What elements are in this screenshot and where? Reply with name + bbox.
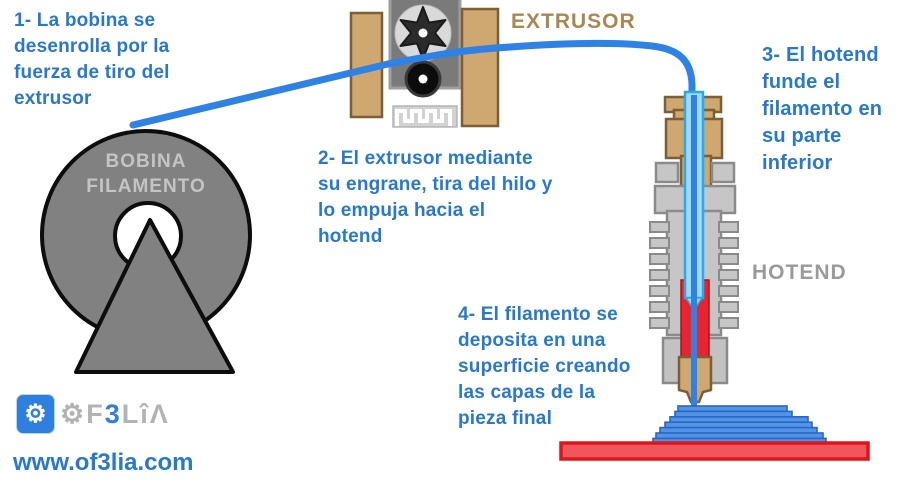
of3lia-wordmark: ⚙F3LîΛ xyxy=(60,399,170,430)
hotend-icon xyxy=(649,90,739,408)
step1-line: extrusor xyxy=(14,88,92,109)
spool-label-line2: FILAMENTO xyxy=(86,176,206,197)
step3-line: 3- El hotend xyxy=(762,44,879,66)
step4-line: las capas de la xyxy=(458,382,596,403)
step4-line: 4- El filamento se xyxy=(458,304,618,325)
spool-label: BOBINA FILAMENTO xyxy=(66,149,226,199)
of3lia-logo-badge: ⚙ xyxy=(17,395,54,433)
printed-piece-icon xyxy=(652,405,827,445)
hotend-label: HOTEND xyxy=(752,261,847,284)
spool-label-line1: BOBINA xyxy=(105,151,187,172)
step1-line: 1- La bobina se xyxy=(14,10,156,31)
extruder-label: EXTRUSOR xyxy=(511,10,636,33)
idler-bearing-icon xyxy=(404,60,442,98)
step1-line: desenrolla por la xyxy=(14,36,170,57)
step4-text: 4- El filamento se deposita en una super… xyxy=(458,302,631,432)
step4-line: deposita en una xyxy=(458,330,606,351)
step2-text: 2- El extrusor mediante su engrane, tira… xyxy=(318,146,553,250)
website-link[interactable]: www.of3lia.com xyxy=(13,449,194,476)
brand-letters-lia: LîΛ xyxy=(121,399,170,429)
filament-line xyxy=(129,39,696,129)
step1-text: 1- La bobina se desenrolla por la fuerza… xyxy=(14,8,170,112)
step3-line: funde el xyxy=(762,71,841,93)
brand-letter-f: F xyxy=(86,399,105,429)
step3-text: 3- El hotend funde el filamento en su pa… xyxy=(762,42,882,177)
gear-icon: ⚙ xyxy=(24,400,47,428)
heatsink-fins-icon xyxy=(649,221,739,329)
step3-line: inferior xyxy=(762,152,833,174)
extruder-icon xyxy=(349,0,500,128)
step2-line: 2- El extrusor mediante xyxy=(318,148,533,169)
step1-line: fuerza de tiro del xyxy=(14,62,170,83)
print-bed-icon xyxy=(559,441,870,461)
step4-line: superficie creando xyxy=(458,356,631,377)
brand-digit-3: 3 xyxy=(104,399,122,429)
drive-gear-icon xyxy=(394,4,452,62)
brand-gear-icon: ⚙ xyxy=(60,399,87,429)
step2-line: lo empuja hacia el xyxy=(318,200,486,221)
filament-spool-icon xyxy=(40,129,252,374)
step3-line: su parte xyxy=(762,125,842,147)
step2-line: su engrane, tira del hilo y xyxy=(318,174,553,195)
step4-line: pieza final xyxy=(458,408,553,429)
step2-line: hotend xyxy=(318,226,383,247)
step3-line: filamento en xyxy=(762,98,883,120)
